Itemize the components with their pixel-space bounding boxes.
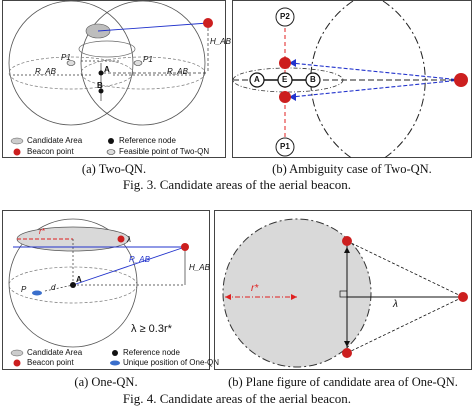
label-r-star: r* — [251, 283, 259, 294]
beacon-point-icon — [203, 18, 213, 28]
beacon-point-icon — [454, 73, 468, 87]
feasible-point-icon — [133, 60, 143, 66]
label-e: E — [282, 75, 288, 84]
fig3a-caption: (a) Two-QN. — [81, 162, 147, 176]
node-a-icon — [249, 72, 265, 88]
legend-candidate-area: Candidate Area — [27, 136, 83, 145]
label-b: B — [310, 75, 316, 84]
fig4b-diagram — [222, 218, 468, 368]
label-r-star: r* — [39, 227, 45, 236]
candidate-area-shape — [222, 218, 372, 368]
feasible-point-icon — [106, 149, 116, 155]
legend-beacon-point: Beacon point — [27, 358, 74, 367]
reference-node-icon — [112, 350, 118, 356]
unique-position-icon — [110, 360, 120, 366]
beacon-line — [97, 22, 209, 32]
node-e-icon — [277, 72, 293, 88]
label-h-ab: H_AB — [189, 263, 210, 272]
fig3a-diagram — [8, 0, 213, 156]
label-p1: P1 — [280, 142, 290, 151]
fig3a-panel: H_AB P1 P1 R_AB R_AB A B Candidate Area … — [2, 0, 231, 158]
label-r-ab-left: R_AB — [35, 67, 56, 76]
beacon-point-icon — [13, 359, 21, 367]
fig3b-panel: P2 P1 A E B — [232, 0, 472, 160]
reference-node-icon — [108, 138, 114, 144]
legend-unique-position: Unique position of One-QN — [123, 358, 220, 367]
legend-feasible-point: Feasible point of Two-QN — [119, 147, 210, 156]
legend-candidate-area: Candidate Area — [27, 348, 83, 357]
beacon-point-icon — [458, 292, 468, 302]
fig4a-caption: (a) One-QN. — [74, 375, 138, 389]
beacon-point-icon — [342, 236, 352, 246]
node-b-icon — [305, 72, 321, 88]
fig4a-diagram — [8, 218, 189, 367]
label-b: B — [97, 81, 103, 90]
beacon-point-icon — [279, 57, 291, 69]
label-r-ab: R_AB — [129, 255, 150, 264]
label-constraint: λ ≥ 0.3r* — [131, 323, 172, 335]
node-a-icon — [98, 70, 104, 76]
beacon-point-icon — [117, 235, 125, 243]
feasible-point-icon — [66, 60, 76, 66]
legend-beacon-point: Beacon point — [27, 147, 74, 156]
sphere — [8, 218, 138, 348]
sphere-left — [8, 0, 134, 126]
fig3b-caption: (b) Ambiguity case of Two-QN. — [272, 162, 432, 176]
label-p2-text: P2 — [280, 12, 290, 21]
candidate-area-icon — [10, 349, 24, 357]
fig3-caption: Fig. 3. Candidate areas of the aerial be… — [122, 177, 352, 192]
sphere-right — [80, 0, 206, 126]
unique-position-icon — [32, 290, 42, 296]
node-b-icon — [98, 88, 104, 94]
p2-marker-icon — [275, 7, 295, 27]
label-lambda: λ — [393, 299, 398, 310]
label-h-ab: H_AB — [210, 37, 231, 46]
reference-node-icon — [70, 282, 76, 288]
candidate-area-icon — [10, 137, 24, 145]
fig3b-diagram — [232, 0, 468, 160]
label-p1: P1 — [61, 53, 71, 62]
fig4b-panel: r* λ — [214, 210, 472, 370]
beacon-point-icon — [181, 243, 189, 251]
fig4a-panel: r* λ R_AB H_AB A P d λ ≥ 0.3r* Candidate… — [2, 210, 219, 370]
label-lambda: λ — [127, 235, 131, 244]
label-r-ab-right: R_AB — [167, 67, 188, 76]
beacon-point-icon — [279, 91, 291, 103]
p1-marker-icon — [275, 137, 295, 157]
beacon-point-icon — [342, 348, 352, 358]
label-a: A — [104, 65, 110, 74]
label-d: d — [51, 283, 56, 292]
label-p1b: P1 — [143, 55, 153, 64]
legend-reference-node: Reference node — [119, 136, 176, 145]
label-a: A — [76, 275, 82, 284]
fig4-caption: Fig. 4. Candidate areas of the aerial be… — [122, 391, 352, 406]
legend-reference-node: Reference node — [123, 348, 180, 357]
beacon-point-icon — [13, 148, 21, 156]
fig4b-caption: (b) Plane figure of candidate area of On… — [228, 375, 458, 389]
label-a: A — [254, 75, 260, 84]
label-p: P — [21, 285, 27, 294]
